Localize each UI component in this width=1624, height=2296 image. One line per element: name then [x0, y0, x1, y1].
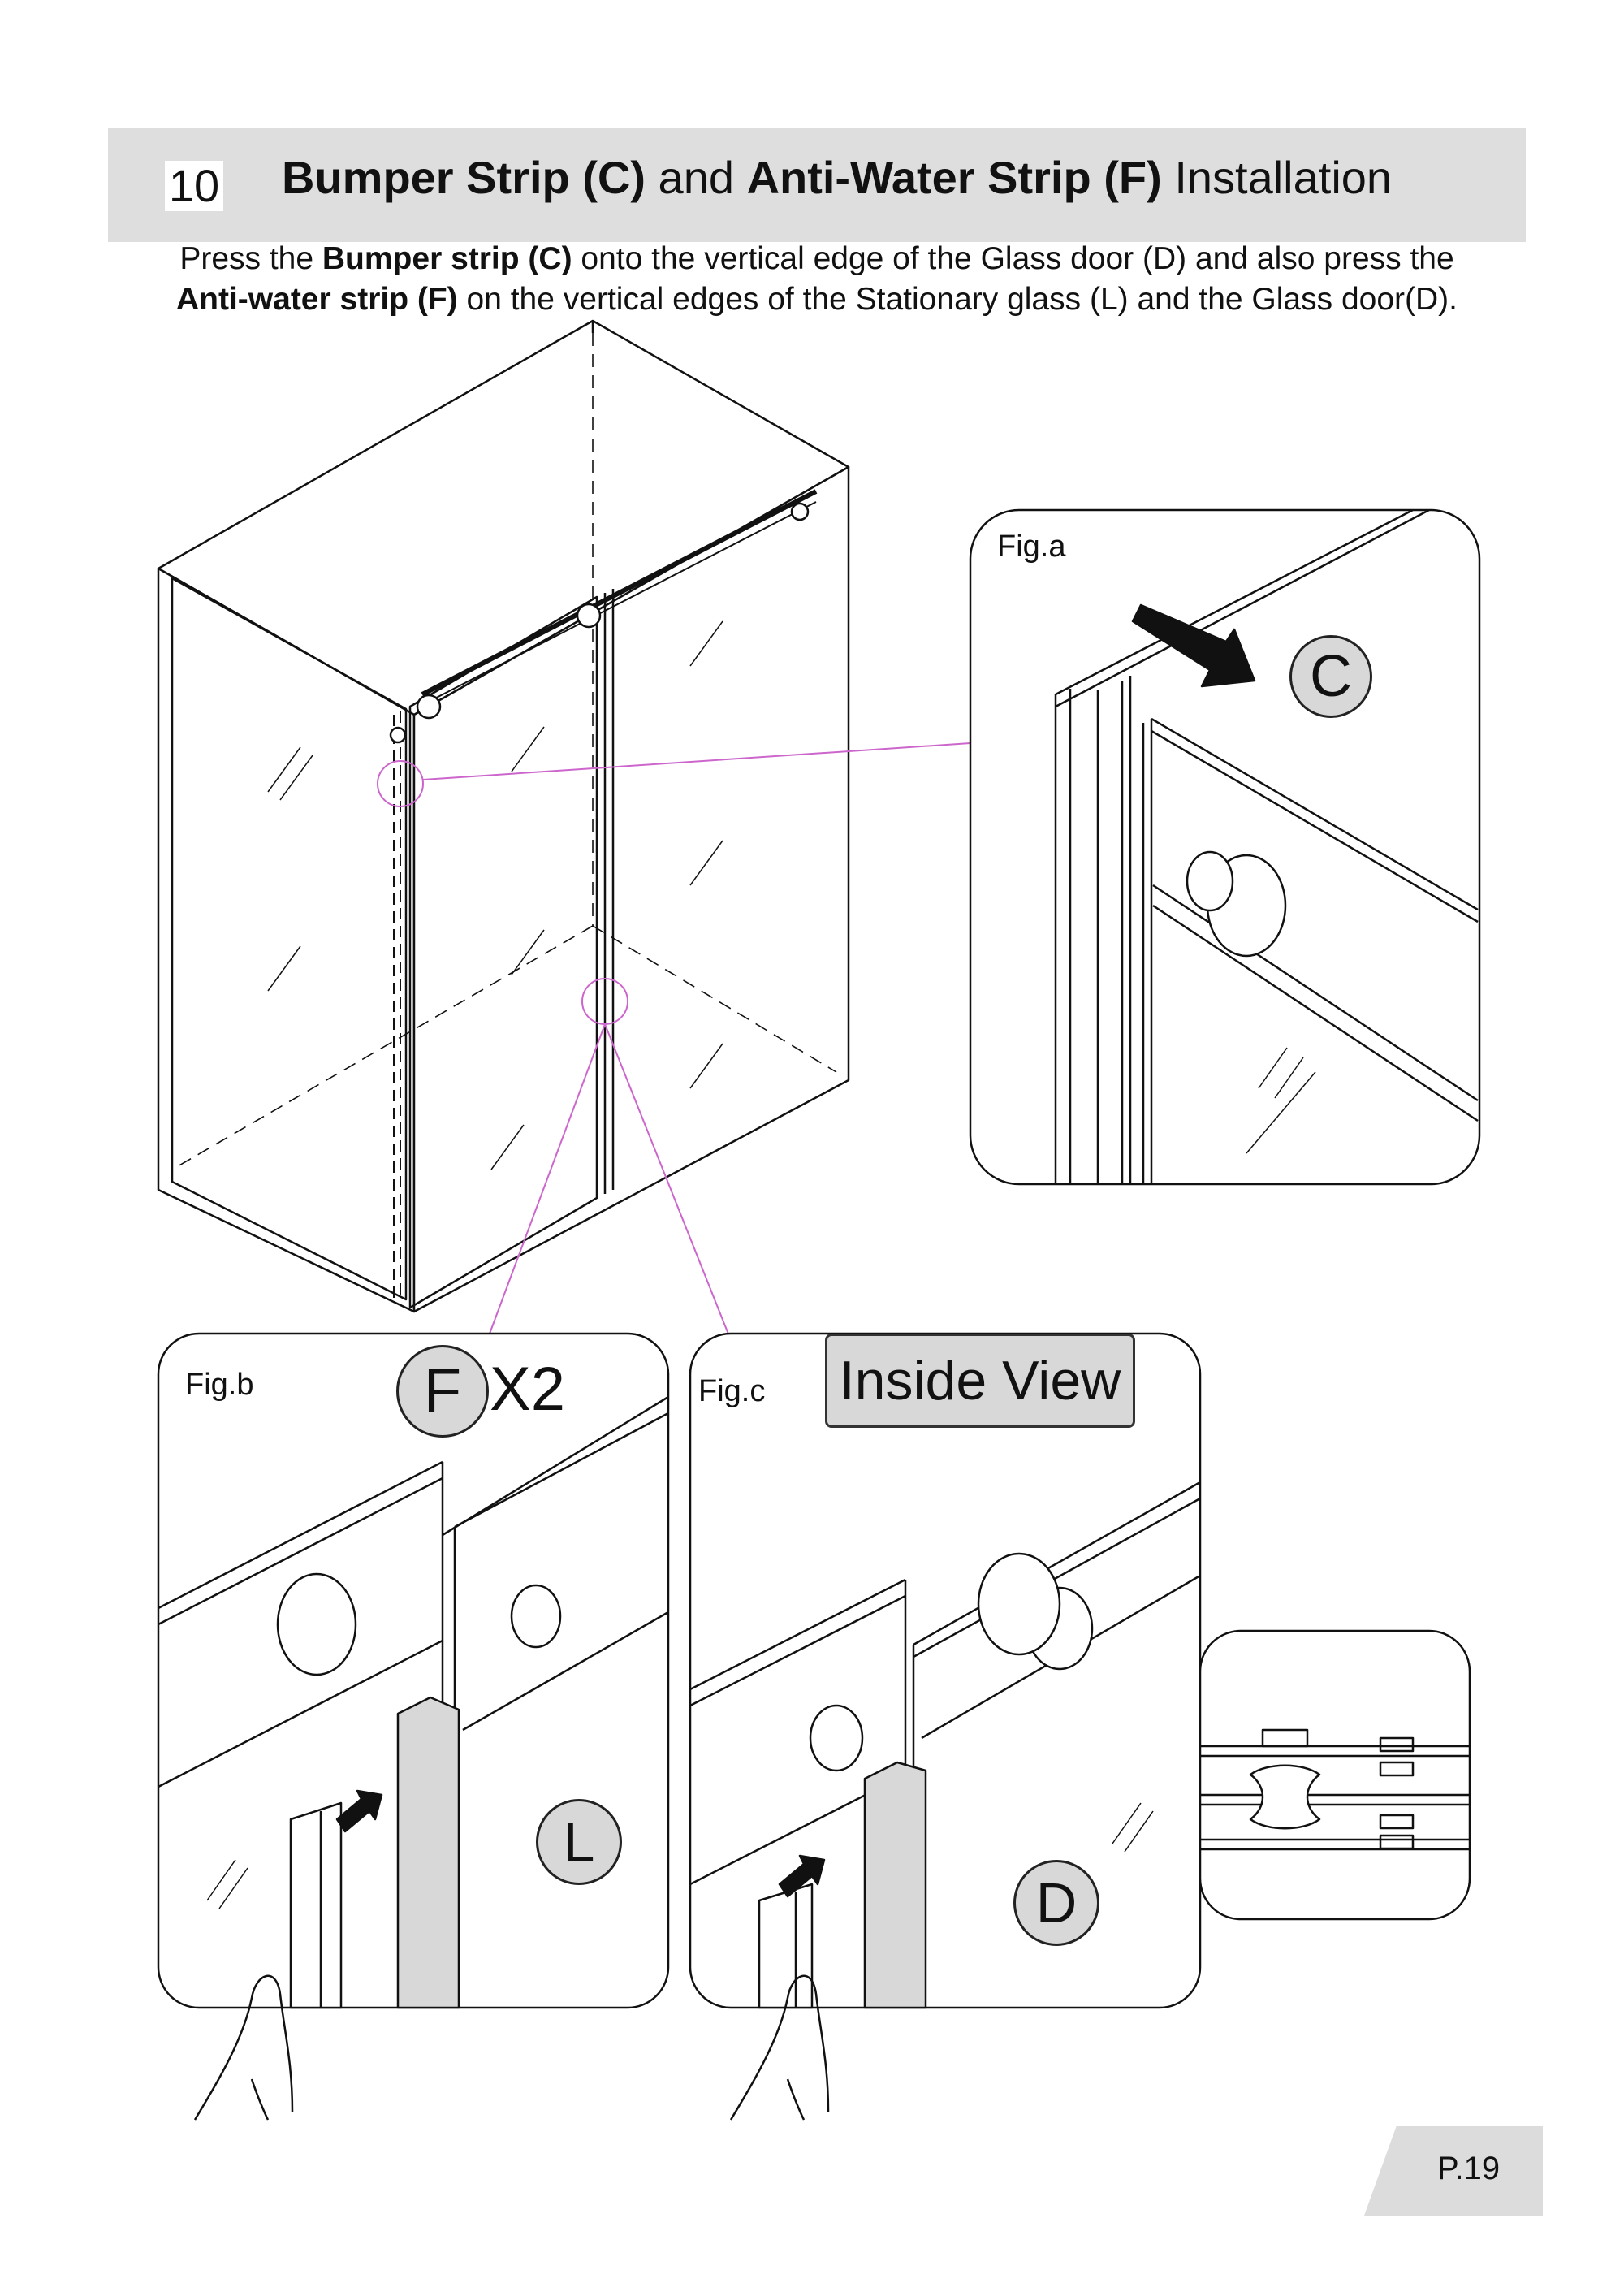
shower-enclosure-drawing	[157, 319, 850, 1313]
title-installation: Installation	[1161, 152, 1393, 203]
glass-d-badge: D	[1013, 1860, 1099, 1946]
fig-b-detail-drawing	[157, 1332, 670, 2121]
fig-a-detail-drawing	[969, 508, 1481, 1186]
part-c-badge: C	[1289, 635, 1372, 718]
quantity-label: X2	[490, 1355, 565, 1424]
title-anti-water-strip: Anti-Water Strip (F)	[746, 152, 1162, 203]
instr-anti-water: Anti-water strip (F)	[176, 282, 458, 317]
callout-lines	[377, 742, 971, 1341]
instr-onto: onto the vertical edge of the Glass door…	[572, 241, 1454, 276]
fig-c-label: Fig.c	[698, 1374, 766, 1408]
title-bumper-strip: Bumper Strip (C)	[282, 152, 646, 203]
roller-detail-drawing	[1199, 1629, 1471, 1921]
instr-vertical-edges: on the vertical edges of the Stationary …	[457, 282, 1458, 317]
step-number: 10	[165, 161, 223, 211]
glass-l-badge: L	[536, 1799, 622, 1885]
step-title: Bumper Strip (C) and Anti-Water Strip (F…	[282, 151, 1392, 204]
fig-c-detail-drawing	[689, 1332, 1202, 2121]
part-f-badge: F	[396, 1345, 489, 1438]
inside-view-label: Inside View	[825, 1334, 1135, 1428]
instruction-text: Press the Bumper strip (C) onto the vert…	[108, 239, 1526, 320]
title-and: and	[646, 152, 747, 203]
page-number: P.19	[1437, 2151, 1501, 2186]
page-number-tab	[1364, 2126, 1543, 2216]
fig-a-label: Fig.a	[997, 530, 1066, 564]
step-banner	[108, 128, 1526, 242]
instruction-line-2: Anti-water strip (F) on the vertical edg…	[108, 279, 1526, 320]
instr-press: Press the	[179, 241, 322, 276]
instr-bumper: Bumper strip (C)	[322, 241, 572, 276]
fig-b-label: Fig.b	[185, 1368, 254, 1402]
instruction-line-1: Press the Bumper strip (C) onto the vert…	[108, 239, 1526, 279]
